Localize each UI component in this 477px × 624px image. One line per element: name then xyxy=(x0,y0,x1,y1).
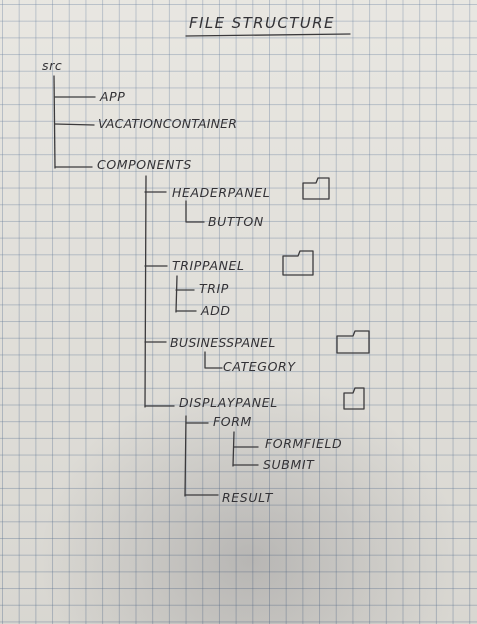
folder-icon xyxy=(282,250,314,276)
node-submit: SUBMIT xyxy=(263,457,315,472)
connector-displaypanel-trunk xyxy=(184,415,187,497)
folder-icon xyxy=(343,387,365,410)
node-trippanel: TRIPPANEL xyxy=(172,258,245,273)
node-businesspanel: BUSINESSPANEL xyxy=(170,335,276,350)
node-form: FORM xyxy=(213,414,252,429)
diagram-title: FILE STRUCTURE xyxy=(189,14,335,32)
node-components: COMPONENTS xyxy=(97,157,192,172)
connector-form-trunk xyxy=(232,431,235,467)
node-category: CATEGORY xyxy=(223,359,296,374)
node-formfield: FORMFIELD xyxy=(265,436,343,451)
node-src: src xyxy=(42,58,63,73)
connector-category xyxy=(204,351,223,369)
node-result: RESULT xyxy=(222,490,274,505)
title-underline xyxy=(185,33,351,37)
node-trip: TRIP xyxy=(199,281,229,296)
connector-vacationcontainer xyxy=(54,123,95,126)
connector-components-trunk xyxy=(144,175,147,408)
connector-trippanel-trunk xyxy=(175,275,178,313)
node-vacationcontainer: VACATIONCONTAINER xyxy=(98,116,238,131)
node-button: BUTTON xyxy=(208,214,264,229)
folder-icon xyxy=(336,330,370,354)
node-headerpanel: HEADERPANEL xyxy=(172,185,271,200)
node-add: ADD xyxy=(201,303,231,318)
node-displaypanel: DISPLAYPANEL xyxy=(179,395,278,410)
connector-button xyxy=(185,200,205,223)
connector-src-trunk xyxy=(53,75,56,169)
folder-icon xyxy=(302,177,330,200)
node-app: APP xyxy=(100,89,126,104)
